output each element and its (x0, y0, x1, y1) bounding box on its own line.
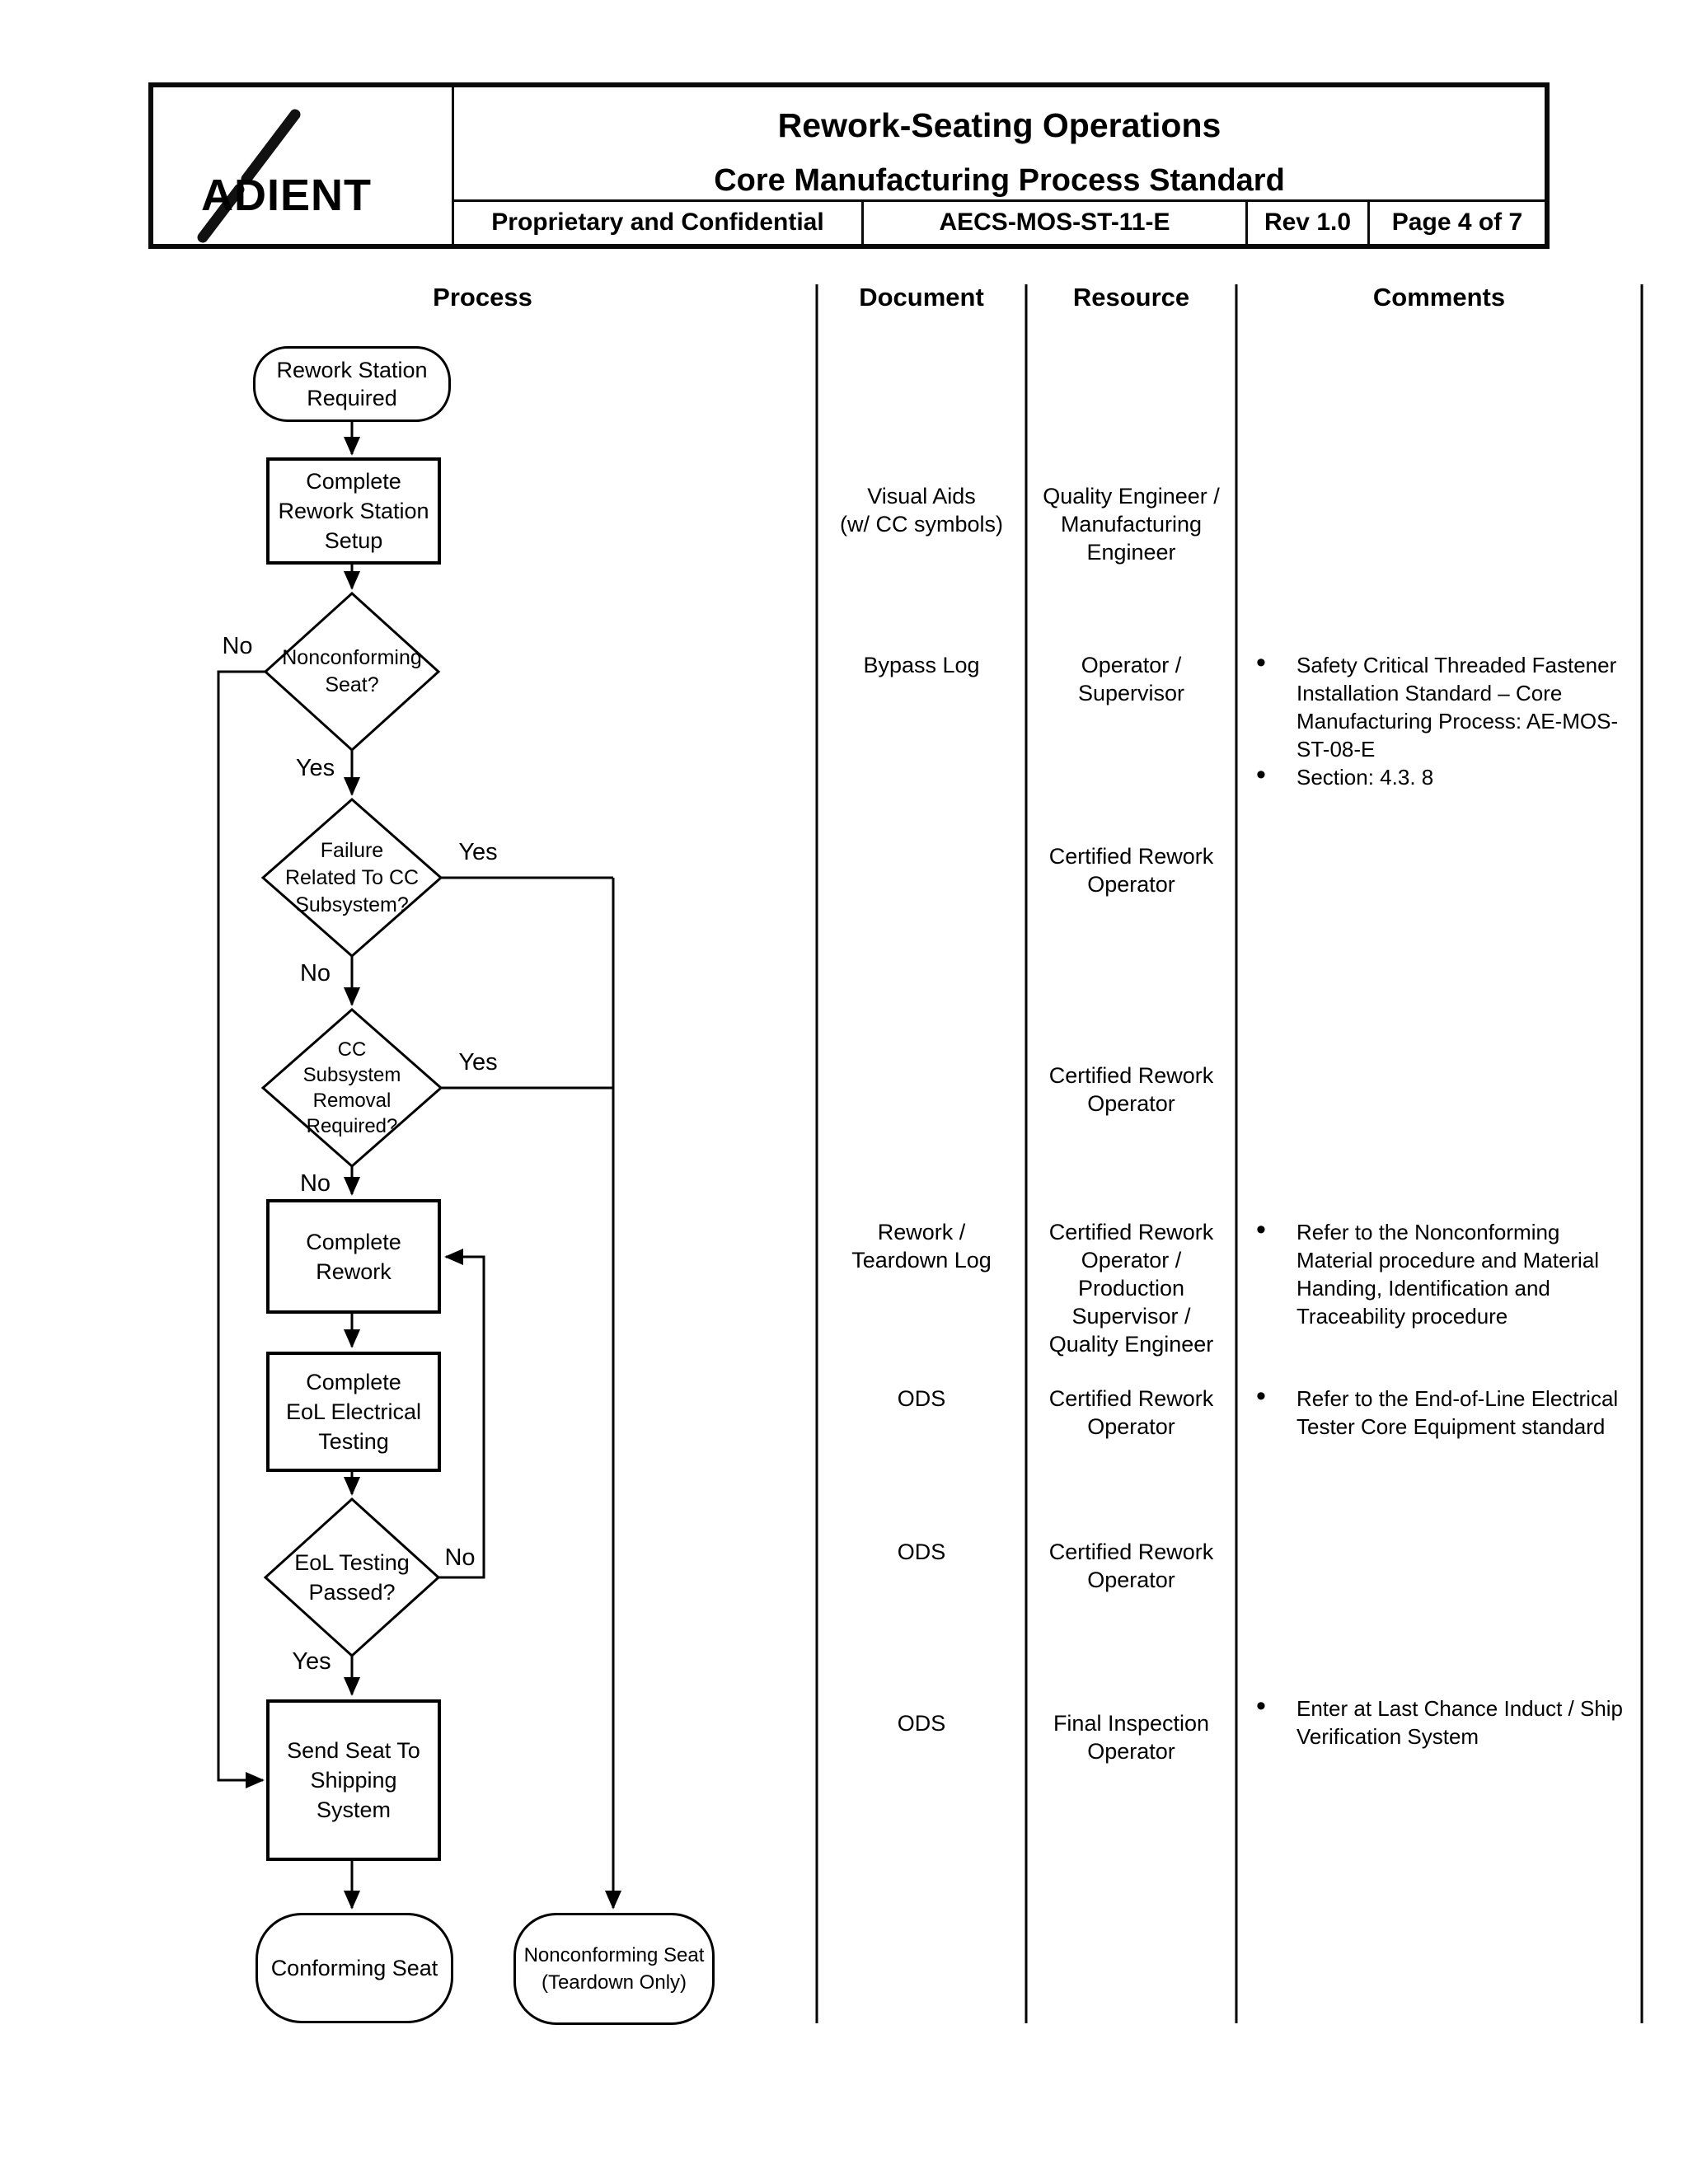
nonconforming-decision-label: Nonconforming Seat? (282, 646, 422, 696)
failure-cc-decision-label: Failure Related To CC Subsystem? (284, 838, 420, 916)
eol-passed-decision-label: EoL Testing Passed? (294, 1550, 410, 1605)
comments-nonconforming: Safety Critical Threaded Fastener Instal… (1250, 649, 1639, 791)
start-terminator: Rework Station Required (253, 346, 451, 422)
comment-item: Enter at Last Chance Induct / Ship Verif… (1250, 1692, 1639, 1750)
column-header-process: Process (433, 283, 532, 312)
eol-failed-feedback-connector (438, 1248, 485, 1579)
conforming-terminator: Conforming Seat (256, 1913, 453, 2023)
nonconforming-teardown-terminator: Nonconforming Seat (Teardown Only) (513, 1913, 715, 2025)
eol-testing-box: Complete EoL Electrical Testing (266, 1352, 441, 1472)
resource-nonconforming: Operator / Supervisor (1077, 653, 1185, 705)
label-no-nonconforming: No (222, 633, 253, 659)
page-number-label: Page 4 of 7 (1391, 209, 1523, 236)
adient-logo: ADIENT (201, 171, 372, 220)
cc-removal-decision-label: CC Subsystem Removal Required? (302, 1038, 401, 1137)
label-yes-nonconforming: Yes (295, 755, 335, 781)
column-header-document: Document (859, 283, 984, 312)
column-header-resource: Resource (1072, 283, 1190, 312)
header-table: ADIENT Rework-Seating Operations Core Ma… (148, 82, 1550, 249)
resource-ship: Final Inspection Operator (1053, 1711, 1210, 1764)
resource-eol-passed: Certified Rework Operator (1048, 1540, 1214, 1592)
resource-failure-cc: Certified Rework Operator (1048, 844, 1214, 897)
comments-complete-rework: Refer to the Nonconforming Material proc… (1250, 1216, 1639, 1330)
page-title: Rework-Seating Operations (777, 106, 1221, 144)
subrow-divider-3 (1367, 199, 1370, 244)
revision-label: Rev 1.0 (1264, 209, 1352, 236)
document-bypass-log: Bypass Log (863, 653, 980, 677)
comment-item: Refer to the Nonconforming Material proc… (1250, 1216, 1639, 1330)
column-header-comments: Comments (1372, 283, 1506, 312)
complete-rework-box: Complete Rework (266, 1199, 441, 1314)
document-ods-ship: ODS (897, 1711, 946, 1736)
header-logo-divider (452, 87, 454, 244)
resource-eol-testing: Certified Rework Operator (1048, 1386, 1214, 1439)
page-subtitle: Core Manufacturing Process Standard (714, 163, 1285, 198)
confidentiality-label: Proprietary and Confidential (491, 209, 824, 236)
resource-complete-rework: Certified Rework Operator / Production S… (1048, 1220, 1214, 1357)
ship-process-box: Send Seat To Shipping System (266, 1699, 441, 1861)
label-no-cc-removal: No (299, 1170, 331, 1197)
subrow-divider-2 (1245, 199, 1248, 244)
logo-cell: ADIENT (153, 87, 452, 244)
label-yes-failure-cc: Yes (458, 839, 498, 865)
setup-process-box: Complete Rework Station Setup (266, 457, 441, 565)
comment-item: Section: 4.3. 8 (1250, 761, 1639, 791)
label-yes-cc-removal: Yes (458, 1049, 498, 1076)
logo-slash-icon (197, 109, 301, 243)
resource-cc-removal: Certified Rework Operator (1048, 1063, 1214, 1116)
no-bypass-connector (217, 670, 265, 1789)
document-number: AECS-MOS-ST-11-E (939, 209, 1170, 236)
document-setup: Visual Aids (w/ CC symbols) (839, 484, 1003, 537)
label-no-eol-passed: No (444, 1544, 476, 1571)
label-no-failure-cc: No (299, 960, 331, 987)
comments-ship: Enter at Last Chance Induct / Ship Verif… (1250, 1692, 1639, 1750)
comments-eol-testing: Refer to the End-of-Line Electrical Test… (1250, 1382, 1639, 1441)
document-ods-passed: ODS (897, 1540, 946, 1564)
comment-item: Refer to the End-of-Line Electrical Test… (1250, 1382, 1639, 1441)
subrow-divider-1 (861, 199, 864, 244)
document-rework-log: Rework / Teardown Log (851, 1220, 992, 1272)
resource-setup: Quality Engineer / Manufacturing Enginee… (1043, 484, 1220, 565)
document-ods-eol: ODS (897, 1386, 946, 1411)
label-yes-eol-passed: Yes (292, 1648, 331, 1675)
header-subrow-divider (452, 199, 1545, 202)
comment-item: Safety Critical Threaded Fastener Instal… (1250, 649, 1639, 763)
